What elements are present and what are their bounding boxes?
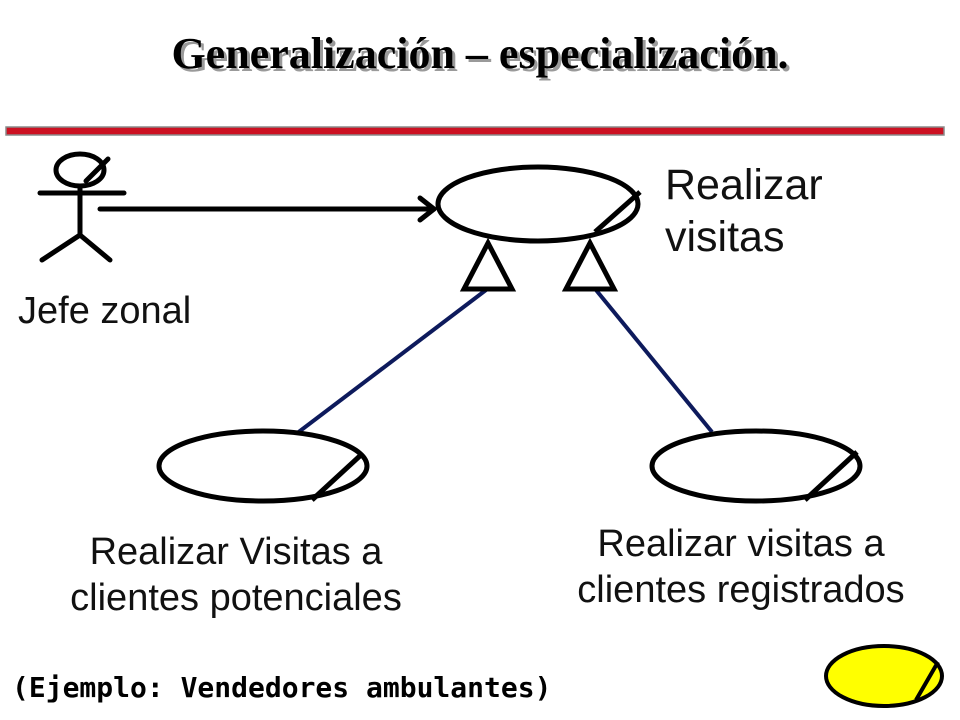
use-case-left-label-line2: clientes potenciales xyxy=(70,576,402,619)
nav-ellipse-button[interactable] xyxy=(824,644,944,708)
generalization-triangle-right xyxy=(561,237,619,292)
use-case-left-slash xyxy=(310,452,364,502)
use-case-right-label: Realizar visitas a clientes registrados xyxy=(526,522,956,613)
title-rule xyxy=(5,126,945,136)
use-case-parent-slash xyxy=(593,190,642,234)
use-case-parent-ellipse xyxy=(435,164,642,244)
nav-ellipse-slash xyxy=(914,660,940,702)
actor-right-leg xyxy=(77,232,113,263)
actor-stick-figure xyxy=(37,151,127,263)
use-case-parent-label-line2: visitas xyxy=(665,212,785,261)
use-case-left-ellipse xyxy=(156,428,370,504)
arrow-head xyxy=(417,195,437,223)
association-arrow xyxy=(97,195,437,223)
use-case-right-label-line2: clientes registrados xyxy=(577,568,905,611)
actor-label: Jefe zonal xyxy=(18,290,192,332)
use-case-parent-label: Realizar visitas xyxy=(665,160,823,263)
use-case-left-label-line1: Realizar Visitas a xyxy=(89,531,383,573)
use-case-parent-label-line1: Realizar xyxy=(665,161,823,209)
generalization-line-right xyxy=(594,288,714,434)
use-case-left-label: Realizar Visitas a clientes potenciales xyxy=(26,530,446,621)
slide-title: Generalización – especialización. xyxy=(171,29,789,78)
actor-left-leg xyxy=(39,232,83,263)
actor-head-slash xyxy=(83,156,111,184)
example-note: (Ejemplo: Vendedores ambulantes) xyxy=(12,671,552,704)
use-case-right-label-line1: Realizar visitas a xyxy=(597,523,885,565)
generalization-triangle-left xyxy=(459,237,517,292)
use-case-right-slash xyxy=(803,450,859,502)
use-case-right-ellipse xyxy=(649,428,863,504)
generalization-line-left xyxy=(294,288,488,436)
